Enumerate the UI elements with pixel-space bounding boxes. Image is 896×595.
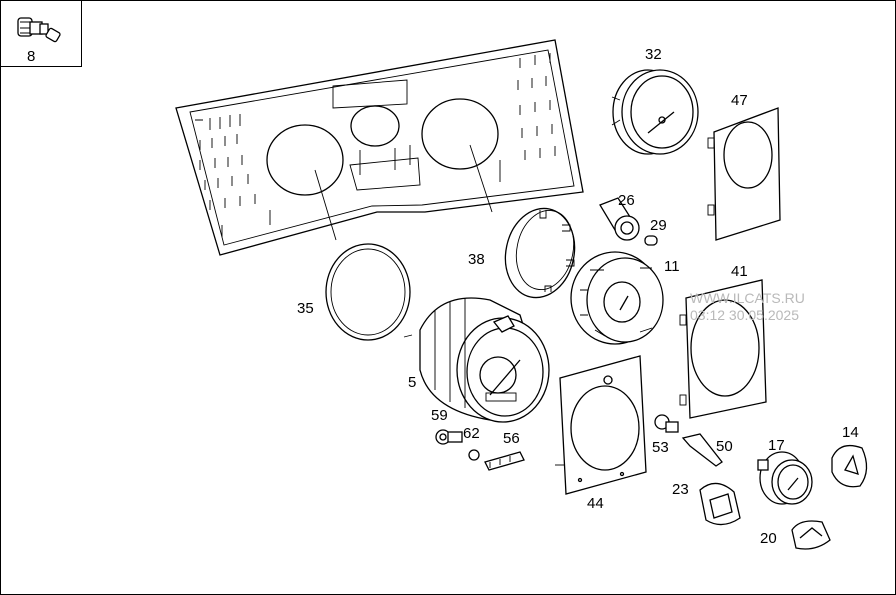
callout-41: 41: [731, 263, 748, 280]
part-5-speedometer[interactable]: [403, 297, 550, 423]
part-47-bezel-plate[interactable]: [707, 107, 781, 241]
callout-20: 20: [760, 530, 777, 547]
callout-59: 59: [431, 407, 448, 424]
part-17-small-gauge[interactable]: [757, 451, 813, 505]
part-23-switch[interactable]: [699, 482, 741, 526]
callout-32: 32: [645, 46, 662, 63]
callout-29: 29: [650, 217, 667, 234]
callout-56: 56: [503, 430, 520, 447]
callout-17: 17: [768, 437, 785, 454]
callout-11: 11: [664, 258, 680, 275]
part-32-gauge[interactable]: [611, 69, 699, 155]
callout-14: 14: [842, 424, 859, 441]
watermark-timestamp: 03:12 30.05.2025: [690, 307, 799, 323]
part-50-bracket[interactable]: [681, 433, 723, 467]
part-44-bezel-plate[interactable]: [559, 355, 647, 495]
part-8-sensor[interactable]: [17, 17, 61, 43]
part-56-bracket[interactable]: [484, 451, 525, 471]
part-53-bulb-socket[interactable]: [654, 414, 679, 433]
callout-53: 53: [652, 439, 669, 456]
callout-62: 62: [463, 425, 480, 442]
callout-5: 5: [408, 374, 416, 391]
callout-47: 47: [731, 92, 748, 109]
inset-box-part-8: [0, 0, 82, 67]
instrument-panel-housing[interactable]: [175, 39, 584, 256]
part-29-bulb[interactable]: [644, 235, 658, 246]
callout-38: 38: [468, 251, 485, 268]
callout-50: 50: [716, 438, 733, 455]
part-11-gauge-insert[interactable]: [570, 251, 664, 345]
callout-8: 8: [27, 48, 35, 65]
part-20-switch[interactable]: [791, 520, 831, 550]
leader-lines: [314, 144, 565, 466]
part-35-seal-ring[interactable]: [325, 243, 411, 341]
callout-35: 35: [297, 300, 314, 317]
callout-23: 23: [672, 481, 689, 498]
callout-26: 26: [618, 192, 635, 209]
part-62-clip[interactable]: [468, 449, 480, 461]
part-38-ring[interactable]: [497, 202, 582, 304]
watermark-site: WWW.ILCATS.RU: [690, 290, 805, 306]
part-41-bezel-plate[interactable]: [679, 279, 767, 419]
part-14-switch[interactable]: [831, 444, 868, 488]
part-59-connector[interactable]: [435, 429, 463, 445]
callout-44: 44: [587, 495, 604, 512]
part-26-bulb-holder[interactable]: [599, 197, 640, 241]
